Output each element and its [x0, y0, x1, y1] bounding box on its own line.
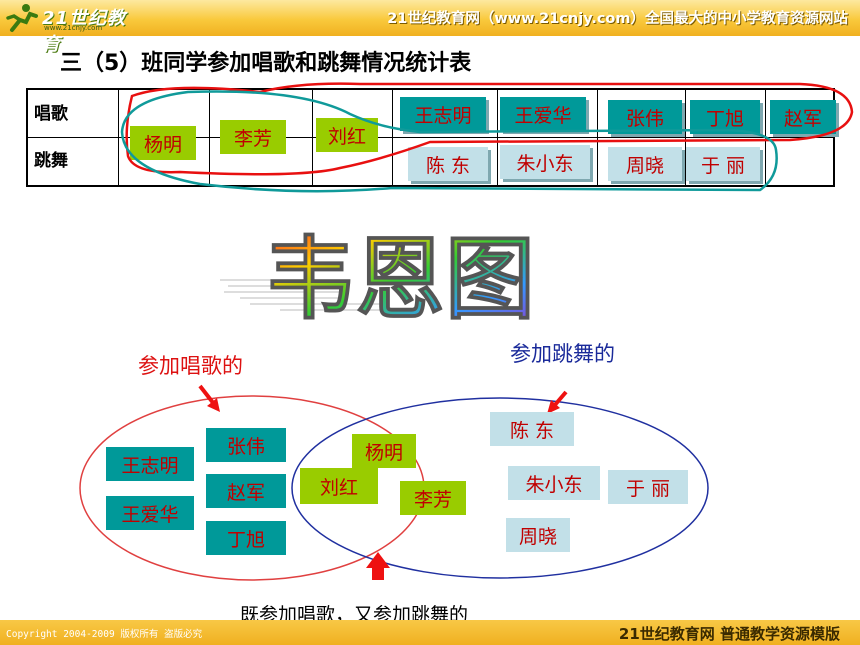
table-name-chip: 陈 东	[408, 147, 488, 181]
table-name-chip: 杨明	[130, 126, 196, 160]
table-col-divider	[392, 90, 393, 185]
table-col-divider	[765, 90, 766, 185]
table-col-divider	[312, 90, 313, 185]
venn-name-chip: 王志明	[106, 447, 194, 481]
row-label-singing: 唱歌	[34, 104, 68, 124]
venn-name-chip: 王爱华	[106, 496, 194, 530]
footer-bar: Copyright 2004-2009 版权所有 盗版必究 21世纪教育网 普通…	[0, 620, 860, 645]
table-name-chip: 王爱华	[500, 97, 586, 131]
venn-name-chip: 朱小东	[508, 466, 600, 500]
table-name-chip: 李芳	[220, 120, 286, 154]
table-col-divider	[118, 90, 119, 185]
venn-name-chip: 陈 东	[490, 412, 574, 446]
logo-text: 21世纪教育	[42, 8, 127, 55]
label-dancing-set: 参加跳舞的	[510, 342, 615, 366]
table-name-chip: 赵军	[770, 100, 836, 134]
table-name-chip: 于 丽	[686, 147, 760, 181]
label-singing-set: 参加唱歌的	[138, 354, 243, 378]
table-name-chip: 张伟	[608, 100, 682, 134]
site-logo[interactable]: 21世纪教育 www.21cnjy.com	[4, 2, 144, 55]
table-name-chip: 丁旭	[690, 100, 760, 134]
copyright-text: Copyright 2004-2009 版权所有 盗版必究	[6, 629, 203, 640]
table-col-divider	[597, 90, 598, 185]
venn-title-text: 韦恩图	[265, 227, 535, 328]
header-slogan: 21世纪教育网（www.21cnjy.com）全国最大的中小学教育资源网站	[387, 11, 848, 27]
header-bar: 21世纪教育 www.21cnjy.com 21世纪教育网（www.21cnjy…	[0, 0, 860, 55]
venn-name-chip: 刘红	[300, 468, 378, 504]
logo-url: www.21cnjy.com	[44, 24, 103, 32]
arrow-icon	[547, 390, 568, 414]
venn-name-chip: 李芳	[400, 481, 466, 515]
table-name-chip: 王志明	[400, 97, 486, 131]
venn-diagram-title: 韦恩图	[220, 227, 536, 328]
row-label-dancing: 跳舞	[34, 151, 68, 171]
runner-icon	[6, 4, 38, 32]
table-name-chip: 周晓	[608, 147, 682, 181]
venn-name-chip: 周晓	[506, 518, 570, 552]
up-arrow-icon	[366, 552, 390, 580]
venn-name-chip: 张伟	[206, 428, 286, 462]
table-col-divider	[209, 90, 210, 185]
venn-name-chip: 于 丽	[608, 470, 688, 504]
venn-name-chip: 杨明	[352, 434, 416, 468]
footer-brand: 21世纪教育网 普通教学资源模版	[618, 625, 840, 643]
venn-name-chip: 赵军	[206, 474, 286, 508]
venn-name-chip: 丁旭	[206, 521, 286, 555]
page-title: 三（5）班同学参加唱歌和跳舞情况统计表	[60, 51, 472, 76]
table-name-chip: 刘红	[316, 118, 378, 152]
table-col-divider	[497, 90, 498, 185]
arrow-icon	[198, 384, 220, 412]
table-name-chip: 朱小东	[500, 145, 590, 179]
